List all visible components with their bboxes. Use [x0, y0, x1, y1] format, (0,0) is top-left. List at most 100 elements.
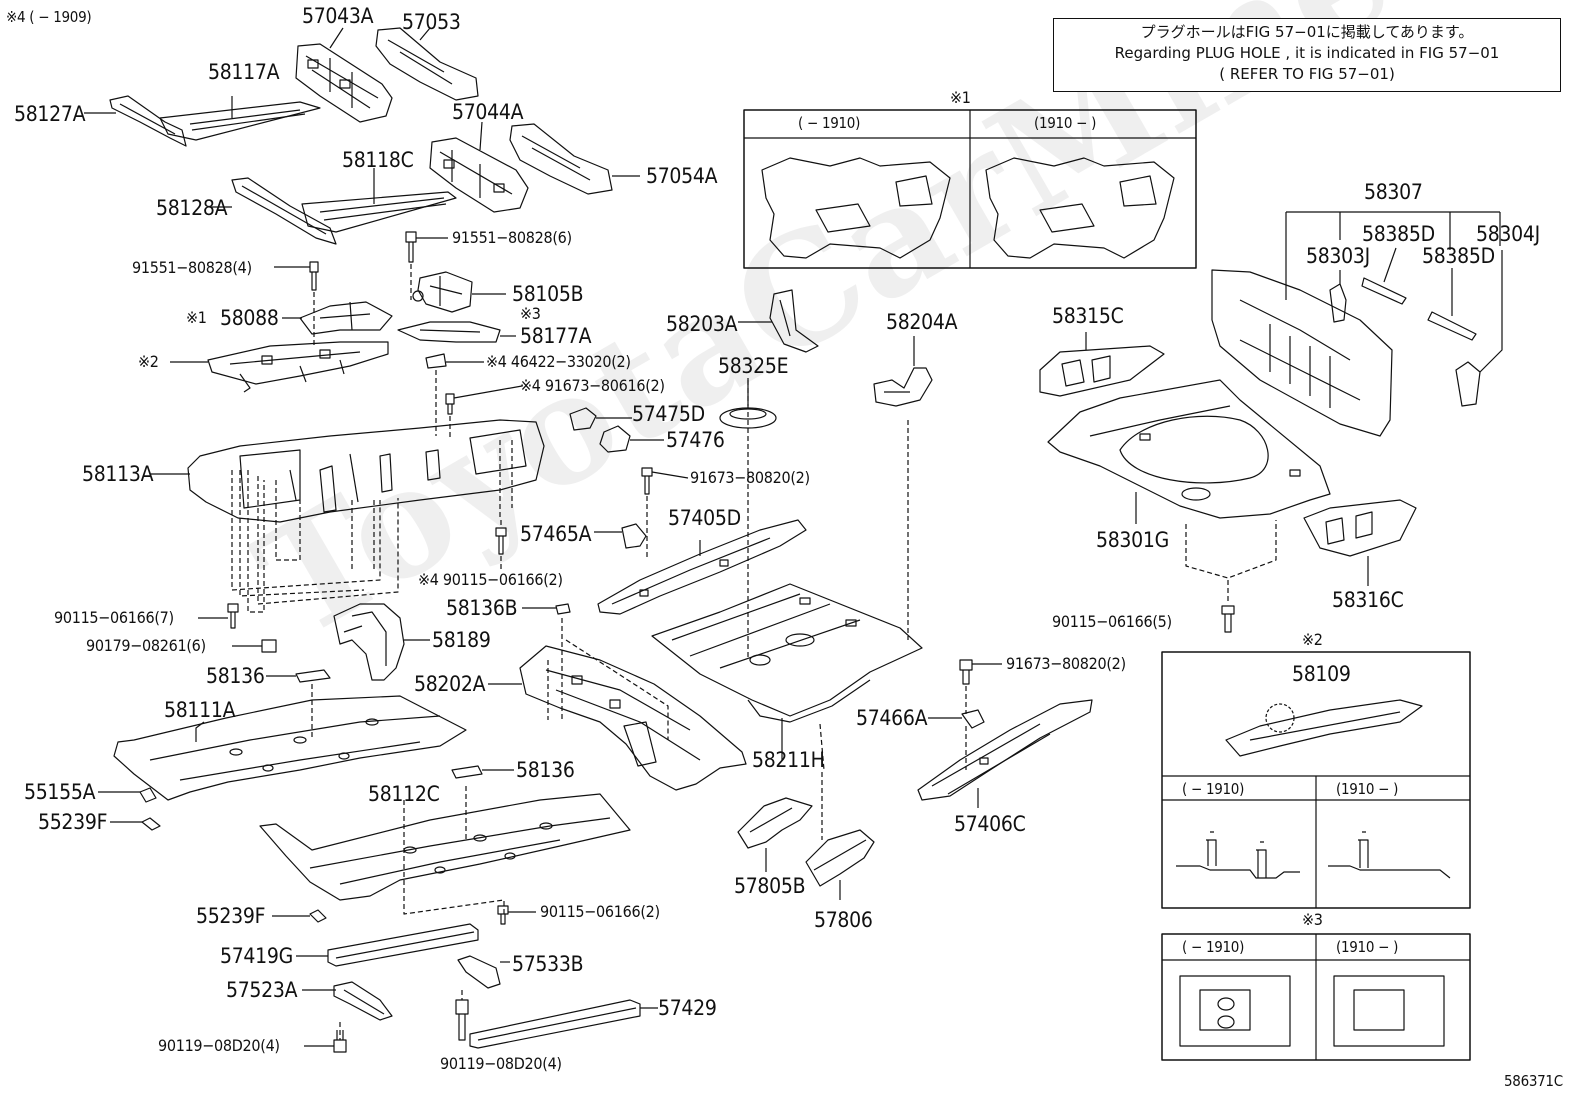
bolt-90119-b-drawing — [455, 999, 469, 1041]
member-57806-drawing — [805, 829, 875, 900]
bolt-91551-4-drawing — [274, 261, 319, 291]
strip-58385D-a-drawing — [1361, 247, 1407, 305]
part-label-57476[interactable]: 57476 — [666, 428, 725, 452]
strip-58385D-b-drawing — [1427, 268, 1477, 341]
part-label-57043A[interactable]: 57043A — [302, 4, 374, 28]
part-label-58127A[interactable]: 58127A — [14, 102, 86, 126]
part-label-58315C[interactable]: 58315C — [1052, 304, 1124, 328]
member-57043A-drawing — [295, 43, 393, 123]
bracket-58105B-drawing — [412, 271, 473, 313]
nut-46422-drawing — [425, 353, 484, 369]
part-label-57406C[interactable]: 57406C — [954, 812, 1026, 836]
mark-2-label: ※2 — [138, 352, 159, 371]
part-label-57806[interactable]: 57806 — [814, 908, 873, 932]
bolt-label-90119-08D20-b[interactable]: 90119−08D20(4) — [440, 1054, 562, 1073]
part-label-58136B[interactable]: 58136B — [446, 596, 518, 620]
floor-58202A-drawing — [519, 645, 747, 791]
panel-58307-drawing — [1211, 211, 1501, 437]
part-label-58136-lower[interactable]: 58136 — [516, 758, 575, 782]
part-label-58211H[interactable]: 58211H — [752, 748, 825, 772]
part-label-58136[interactable]: 58136 — [206, 664, 265, 688]
clip-55155A-drawing — [98, 787, 157, 803]
bracket-58088-drawing — [299, 301, 393, 335]
part-label-58304J[interactable]: 58304J — [1476, 222, 1540, 246]
part-label-58303J[interactable]: 58303J — [1306, 244, 1370, 268]
floor-58113A-drawing — [187, 419, 545, 523]
part-label-55155A[interactable]: 55155A — [24, 780, 96, 804]
part-label-58177A[interactable]: 58177A — [520, 324, 592, 348]
bolt-label-91551-80828-6[interactable]: 91551−80828(6) — [452, 228, 572, 247]
mark-3-label: ※3 — [520, 304, 541, 323]
part-label-58202A[interactable]: 58202A — [414, 672, 486, 696]
part-label-57805B[interactable]: 57805B — [734, 874, 806, 898]
part-label-57419G[interactable]: 57419G — [220, 944, 293, 968]
inset-2-left-range: ( − 1910) — [1182, 780, 1245, 798]
part-label-57429[interactable]: 57429 — [658, 996, 717, 1020]
part-label-58307[interactable]: 58307 — [1364, 180, 1423, 204]
part-label-58301G[interactable]: 58301G — [1096, 528, 1169, 552]
bolt-label-90115-06166-5[interactable]: 90115−06166(5) — [1052, 612, 1172, 631]
bolt-label-90119-08D20-a[interactable]: 90119−08D20(4) — [158, 1036, 280, 1055]
member-57805B-drawing — [737, 797, 813, 872]
part-label-58385D[interactable]: 58385D — [1362, 222, 1435, 246]
notice-line-1: プラグホールはFIG 57−01に掲載してあります。 — [1140, 23, 1474, 41]
panel-58315C-drawing — [1039, 332, 1165, 397]
part-label-58109[interactable]: 58109 — [1292, 662, 1351, 686]
member-57053-drawing — [375, 27, 479, 101]
grommet-57475D-drawing — [569, 407, 632, 431]
inset-box-2 — [1161, 651, 1471, 909]
part-label-57475D[interactable]: 57475D — [632, 402, 705, 426]
bracket-57523A-drawing — [333, 981, 393, 1021]
part-label-58128A[interactable]: 58128A — [156, 196, 228, 220]
bolt-label-46422-33020[interactable]: ※4 46422−33020(2) — [486, 352, 631, 371]
clip-55239F-drawing — [110, 817, 161, 831]
inset-1-left-range: ( − 1910) — [798, 114, 861, 132]
rail-58117A-drawing — [159, 101, 321, 141]
bolt-label-91673-80616[interactable]: ※4 91673−80616(2) — [520, 376, 665, 395]
part-label-58385D-lower[interactable]: 58385D — [1422, 244, 1495, 268]
part-label-58105B[interactable]: 58105B — [512, 282, 584, 306]
inset-1-right-range: (1910 − ) — [1034, 114, 1097, 132]
part-label-57533B[interactable]: 57533B — [512, 952, 584, 976]
pad-58136B-drawing — [522, 603, 571, 615]
part-label-57044A[interactable]: 57044A — [452, 100, 524, 124]
bracket-58303J-drawing — [1329, 270, 1347, 323]
pad-58136-drawing — [266, 669, 331, 683]
part-label-57465A[interactable]: 57465A — [520, 522, 592, 546]
part-label-58088[interactable]: 58088 — [220, 306, 279, 330]
part-label-58113A[interactable]: 58113A — [82, 462, 154, 486]
part-label-58112C[interactable]: 58112C — [368, 782, 440, 806]
bolt-90115-5-drawing — [1221, 605, 1235, 633]
bolt-label-91673-80820-b[interactable]: 91673−80820(2) — [1006, 654, 1126, 673]
bracket-57465A-drawing — [594, 523, 647, 549]
part-label-57405D[interactable]: 57405D — [668, 506, 741, 530]
part-label-55239F[interactable]: 55239F — [38, 810, 108, 834]
part-label-57523A[interactable]: 57523A — [226, 978, 298, 1002]
bolt-label-91551-80828-4[interactable]: 91551−80828(4) — [132, 258, 252, 277]
part-label-58203A[interactable]: 58203A — [666, 312, 738, 336]
part-label-57053[interactable]: 57053 — [402, 10, 461, 34]
rail-58127A-drawing — [109, 95, 187, 147]
part-label-55239F-lower[interactable]: 55239F — [196, 904, 266, 928]
part-label-58111A[interactable]: 58111A — [164, 698, 236, 722]
bolt-91673-616-drawing — [445, 385, 523, 415]
bolt-label-90115-06166-2[interactable]: 90115−06166(2) — [540, 902, 660, 921]
part-label-58117A[interactable]: 58117A — [208, 60, 280, 84]
part-label-57466A[interactable]: 57466A — [856, 706, 928, 730]
part-label-58204A[interactable]: 58204A — [886, 310, 958, 334]
part-label-58118C[interactable]: 58118C — [342, 148, 414, 172]
bolt-label-90179-08261[interactable]: 90179−08261(6) — [86, 636, 206, 655]
part-label-58316C[interactable]: 58316C — [1332, 588, 1404, 612]
bolt-label-90115-06166-7[interactable]: 90115−06166(7) — [54, 608, 174, 627]
bracket-58204A-drawing — [873, 336, 933, 407]
bolt-label-91673-80820-a[interactable]: 91673−80820(2) — [690, 468, 810, 487]
inset-3-right-range: (1910 − ) — [1336, 938, 1399, 956]
grommet-57476-drawing — [599, 425, 664, 453]
part-label-57054A[interactable]: 57054A — [646, 164, 718, 188]
notice-line-2: Regarding PLUG HOLE , it is indicated in… — [1114, 44, 1500, 62]
part-label-58189[interactable]: 58189 — [432, 628, 491, 652]
bolt-label-90115-06166-2-top[interactable]: ※4 90115−06166(2) — [418, 570, 563, 589]
inset-2-mark: ※2 — [1302, 630, 1323, 649]
bracket-58304J-drawing — [1455, 250, 1503, 407]
part-label-58325E[interactable]: 58325E — [718, 354, 789, 378]
